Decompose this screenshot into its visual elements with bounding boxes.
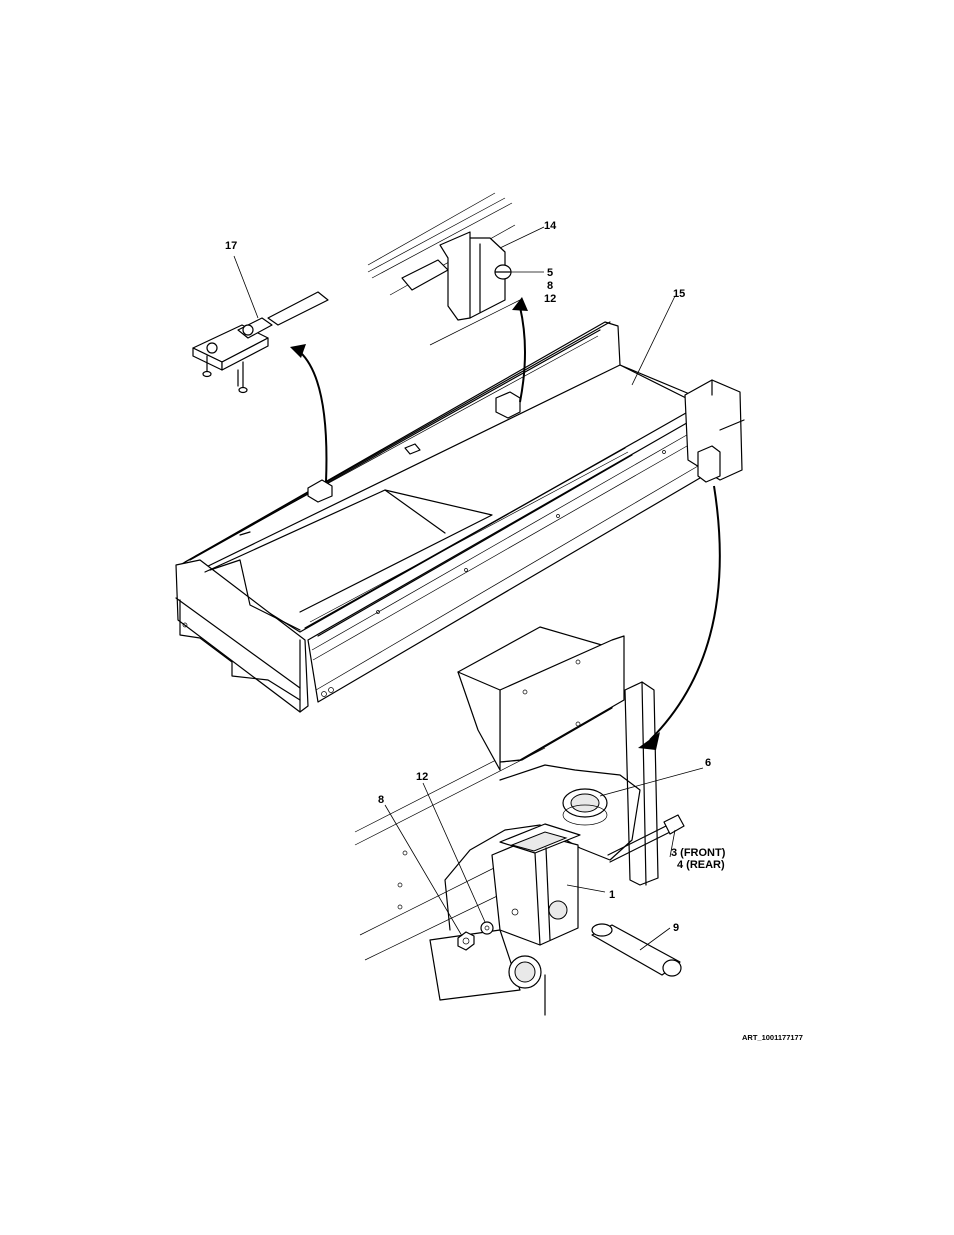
callouts: 17 14 5 8 12 15 6 12 8 3 (FRONT) 4 (REAR… (225, 220, 803, 1042)
callout-6: 6 (705, 757, 711, 769)
callout-3-front: 3 (FRONT) (671, 847, 726, 859)
callout-17: 17 (225, 240, 237, 252)
callout-15: 15 (673, 288, 685, 300)
callout-4-rear: 4 (REAR) (677, 859, 725, 871)
callout-14: 14 (544, 220, 557, 232)
leader-lines (233, 226, 704, 951)
callout-8-top: 8 (547, 280, 553, 292)
callout-5: 5 (547, 267, 553, 279)
callout-1: 1 (609, 889, 615, 901)
art-id: ART_1001177177 (742, 1033, 803, 1042)
tray-assembly (175, 321, 745, 713)
latch-detail (192, 291, 329, 394)
callout-9: 9 (673, 922, 679, 934)
pivot-mount-detail (354, 626, 685, 1016)
detail-arrows (290, 297, 721, 750)
callout-8-bottom: 8 (378, 794, 384, 806)
callout-12-bottom: 12 (416, 771, 428, 783)
callout-12-top: 12 (544, 293, 556, 305)
bracket-detail (367, 192, 521, 346)
